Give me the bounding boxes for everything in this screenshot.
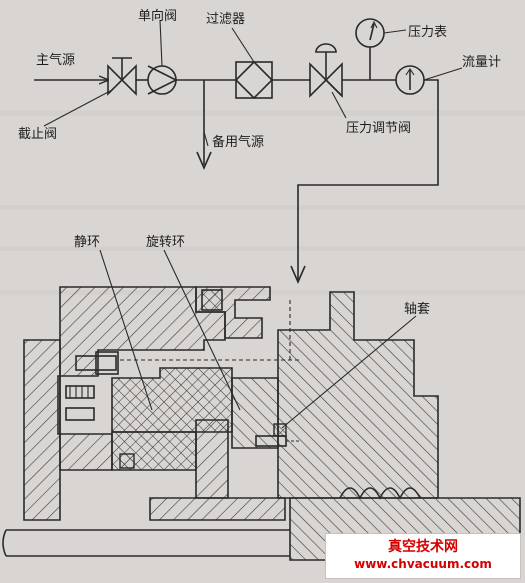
watermark-title: 真空技术网 <box>388 539 458 555</box>
sleeve-pin <box>255 435 300 447</box>
shaft-outline <box>2 529 290 557</box>
pin-left <box>75 351 119 375</box>
label-static-ring: 静环 <box>74 235 100 250</box>
pressure-regulator-symbol <box>309 43 343 98</box>
shaft-sleeve-body <box>277 291 439 499</box>
static-ring-body <box>111 367 233 433</box>
spring-pin <box>65 385 95 421</box>
flowmeter-symbol <box>395 65 425 95</box>
label-leaders <box>43 19 463 147</box>
o-ring-top <box>201 289 223 311</box>
filter-symbol <box>234 60 274 100</box>
label-main-source: 主气源 <box>36 52 75 68</box>
seal-cross-section <box>2 249 521 561</box>
label-pressure-regulator: 压力调节阀 <box>346 121 411 136</box>
rotating-ring-body <box>231 377 279 449</box>
o-ring-bottom <box>119 453 135 469</box>
supply-to-seal-pipe <box>297 79 439 280</box>
shutoff-valve-symbol <box>107 57 137 96</box>
watermark-logo: 真空技术网 www.chvacuum.com <box>325 533 521 579</box>
labels: 主气源 单向阀 过滤器 压力表 流量计 截止阀 压力调节阀 备用气源 静环 旋转… <box>18 8 501 317</box>
label-flowmeter: 流量计 <box>462 55 501 70</box>
housing-lower <box>23 339 61 521</box>
label-pressure-gauge: 压力表 <box>408 25 447 40</box>
label-shaft-sleeve: 轴套 <box>404 301 430 317</box>
label-filter: 过滤器 <box>206 12 245 27</box>
watermark-url: www.chvacuum.com <box>354 557 492 571</box>
pressure-gauge-symbol <box>355 18 385 80</box>
label-backup-source: 备用气源 <box>212 134 264 150</box>
label-shutoff-valve: 截止阀 <box>18 127 57 142</box>
label-check-valve: 单向阀 <box>138 8 177 24</box>
label-rotating-ring: 旋转环 <box>146 235 185 250</box>
check-valve-symbol <box>147 65 178 95</box>
